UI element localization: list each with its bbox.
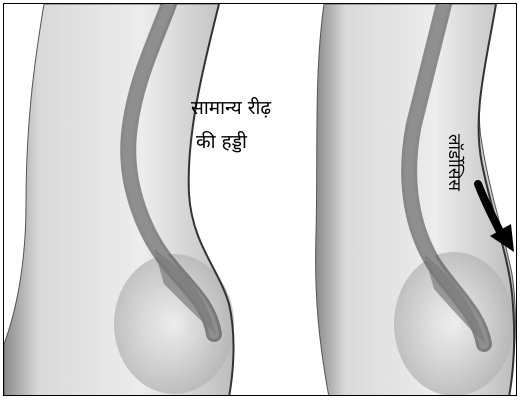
lordosis-spine-figure — [316, 4, 516, 396]
lordosis-label: लॉर्डोसिस — [443, 134, 464, 191]
normal-spine-label-line1: सामान्य रीढ़ — [191, 97, 271, 121]
spine-comparison-illustration — [4, 4, 517, 396]
figure-frame: सामान्य रीढ़ की हड्डी लॉर्डोसिस — [3, 3, 517, 396]
normal-spine-figure — [4, 4, 234, 396]
lordosis-buttock-shading — [394, 252, 514, 396]
normal-spine-label-line2: की हड्डी — [196, 131, 247, 155]
